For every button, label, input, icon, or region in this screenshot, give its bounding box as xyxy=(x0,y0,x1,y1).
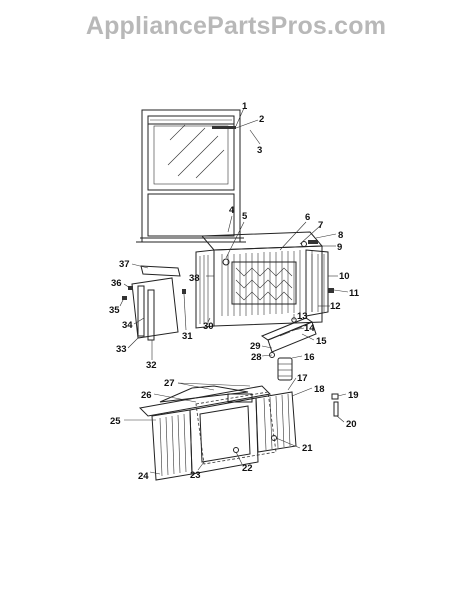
callout-26: 26 xyxy=(141,390,152,401)
callout-29: 29 xyxy=(250,341,261,352)
callout-labels: 1 2 3 4 5 6 7 8 9 10 11 12 13 14 15 16 1… xyxy=(109,101,360,482)
callout-23: 23 xyxy=(190,470,201,481)
cabinet-grille xyxy=(199,250,313,324)
callout-14: 14 xyxy=(304,323,315,334)
callout-8: 8 xyxy=(338,230,343,241)
callout-9: 9 xyxy=(337,242,342,253)
callout-11: 11 xyxy=(349,288,360,299)
callout-31: 31 xyxy=(182,331,193,342)
accordion-panel-assembly xyxy=(138,385,339,481)
callout-1: 1 xyxy=(242,101,248,112)
callout-21: 21 xyxy=(302,443,313,454)
side-panel-assembly xyxy=(122,265,186,341)
callout-27: 27 xyxy=(164,378,175,389)
callout-20: 20 xyxy=(346,419,357,430)
cabinet-assembly xyxy=(195,231,334,329)
callout-7: 7 xyxy=(318,220,323,231)
callout-34: 34 xyxy=(122,320,133,331)
callout-38: 38 xyxy=(189,273,200,284)
callout-25: 25 xyxy=(110,416,121,427)
callout-32: 32 xyxy=(146,360,157,371)
callout-4: 4 xyxy=(229,205,235,216)
callout-15: 15 xyxy=(316,336,327,347)
callout-28: 28 xyxy=(251,352,262,363)
callout-24: 24 xyxy=(138,471,149,482)
callout-36: 36 xyxy=(111,278,122,289)
callout-3: 3 xyxy=(257,145,262,156)
callout-19: 19 xyxy=(348,390,359,401)
callout-13: 13 xyxy=(297,311,308,322)
callout-6: 6 xyxy=(305,212,310,223)
callout-37: 37 xyxy=(119,259,130,270)
leader-lines xyxy=(119,107,349,475)
callout-22: 22 xyxy=(242,463,253,474)
window-assembly xyxy=(136,109,246,243)
callout-10: 10 xyxy=(339,271,350,282)
callout-35: 35 xyxy=(109,305,120,316)
watermark-logo: AppliancePartsPros.com xyxy=(85,12,387,40)
callout-18: 18 xyxy=(314,384,325,395)
callout-12: 12 xyxy=(330,301,341,312)
callout-16: 16 xyxy=(304,352,315,363)
callout-33: 33 xyxy=(116,344,127,355)
callout-5: 5 xyxy=(242,211,248,222)
callout-2: 2 xyxy=(259,114,264,125)
callout-17: 17 xyxy=(297,373,308,384)
callout-30: 30 xyxy=(203,321,214,332)
